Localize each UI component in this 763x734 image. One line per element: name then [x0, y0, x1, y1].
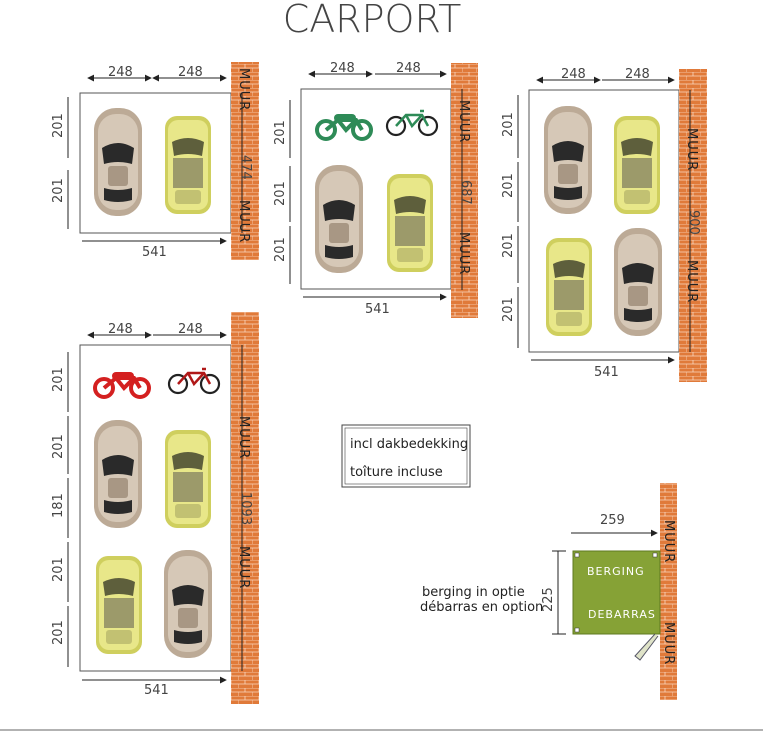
- wall-label: MUUR: [236, 546, 251, 589]
- storage-note-nl: berging in optie: [422, 585, 525, 600]
- depth-dimension: 474: [238, 155, 253, 180]
- storage-shed: MUUR MUUR BERGING DEBARRAS 259 225 bergi…: [420, 483, 677, 700]
- plan-2-cars-2-bikes: MUUR MUUR 687 248 248 201 201 201 541: [273, 61, 478, 318]
- bay-dimension: 201: [501, 233, 516, 258]
- width-dimension: 541: [594, 365, 619, 380]
- shed-width-dimension: 259: [600, 513, 625, 528]
- car-silver: [614, 228, 662, 336]
- shed-label-fr: DEBARRAS: [588, 608, 656, 621]
- wall-label: MUUR: [456, 100, 471, 143]
- width-dimension: 541: [365, 302, 390, 317]
- bay-dimension: 201: [501, 173, 516, 198]
- depth-dimension: 900: [686, 210, 701, 235]
- car-silver: [94, 108, 142, 216]
- wall-2: [451, 63, 478, 318]
- wall-label: MUUR: [456, 232, 471, 275]
- depth-dimension: 687: [458, 180, 473, 205]
- wall-label: MUUR: [236, 416, 251, 459]
- width-dimension: 248: [625, 67, 650, 82]
- bay-dimension: 201: [273, 237, 288, 262]
- wall-label: MUUR: [236, 68, 251, 111]
- wall-5: [660, 483, 677, 700]
- wall-label: MUUR: [661, 622, 676, 665]
- width-dimension: 248: [108, 322, 133, 337]
- plan-2-cars: MUUR MUUR 474 248 248 201 201 541: [51, 62, 259, 260]
- bay-dimension: 201: [51, 557, 66, 582]
- bay-dimension: 201: [51, 434, 66, 459]
- width-dimension: 248: [396, 61, 421, 76]
- roof-note-nl: incl dakbedekking: [350, 437, 468, 452]
- car-yellow: [165, 430, 211, 528]
- width-dimension: 248: [108, 65, 133, 80]
- shed-box: [572, 550, 661, 635]
- storage-note-fr: débarras en option: [420, 600, 543, 615]
- bay-dimension: 201: [273, 120, 288, 145]
- wall-label: MUUR: [684, 260, 699, 303]
- width-dimension: 248: [561, 67, 586, 82]
- bay-dimension: 201: [501, 112, 516, 137]
- roof-note-fr: toîture incluse: [350, 465, 443, 480]
- bay-dimension: 201: [501, 297, 516, 322]
- shed-label-nl: BERGING: [587, 565, 645, 578]
- car-yellow: [165, 116, 211, 214]
- bay-dimension: 181: [51, 493, 66, 518]
- width-dimension: 541: [142, 245, 167, 260]
- bay-dimension: 201: [51, 620, 66, 645]
- car-yellow: [546, 238, 592, 336]
- wall-label: MUUR: [236, 200, 251, 243]
- page-title: CARPORT: [283, 0, 462, 41]
- depth-dimension: 1093: [238, 492, 253, 525]
- width-dimension: 541: [144, 683, 169, 698]
- bay-dimension: 201: [51, 367, 66, 392]
- wall-label: MUUR: [684, 128, 699, 171]
- wall-4: [231, 312, 259, 704]
- wall-label: MUUR: [661, 520, 676, 563]
- width-dimension: 248: [178, 65, 203, 80]
- bay-dimension: 201: [51, 113, 66, 138]
- car-silver: [164, 550, 212, 658]
- plan-4-cars: MUUR MUUR 900 248 248 201 201 201 201 54…: [501, 67, 707, 382]
- wall-1: [231, 62, 259, 260]
- car-yellow: [614, 116, 660, 214]
- wall-3: [679, 69, 707, 382]
- car-yellow: [387, 174, 433, 272]
- bay-dimension: 201: [273, 181, 288, 206]
- roof-note: incl dakbedekking toîture incluse: [341, 424, 471, 488]
- width-dimension: 248: [330, 61, 355, 76]
- car-yellow: [96, 556, 142, 654]
- plan-4-cars-2-bikes: MUUR MUUR 1093 248 248 201 201 181 201 2…: [51, 312, 259, 704]
- shed-depth-dimension: 225: [541, 587, 556, 612]
- car-silver: [544, 106, 592, 214]
- car-silver: [315, 165, 363, 273]
- width-dimension: 248: [178, 322, 203, 337]
- car-silver: [94, 420, 142, 528]
- bay-dimension: 201: [51, 178, 66, 203]
